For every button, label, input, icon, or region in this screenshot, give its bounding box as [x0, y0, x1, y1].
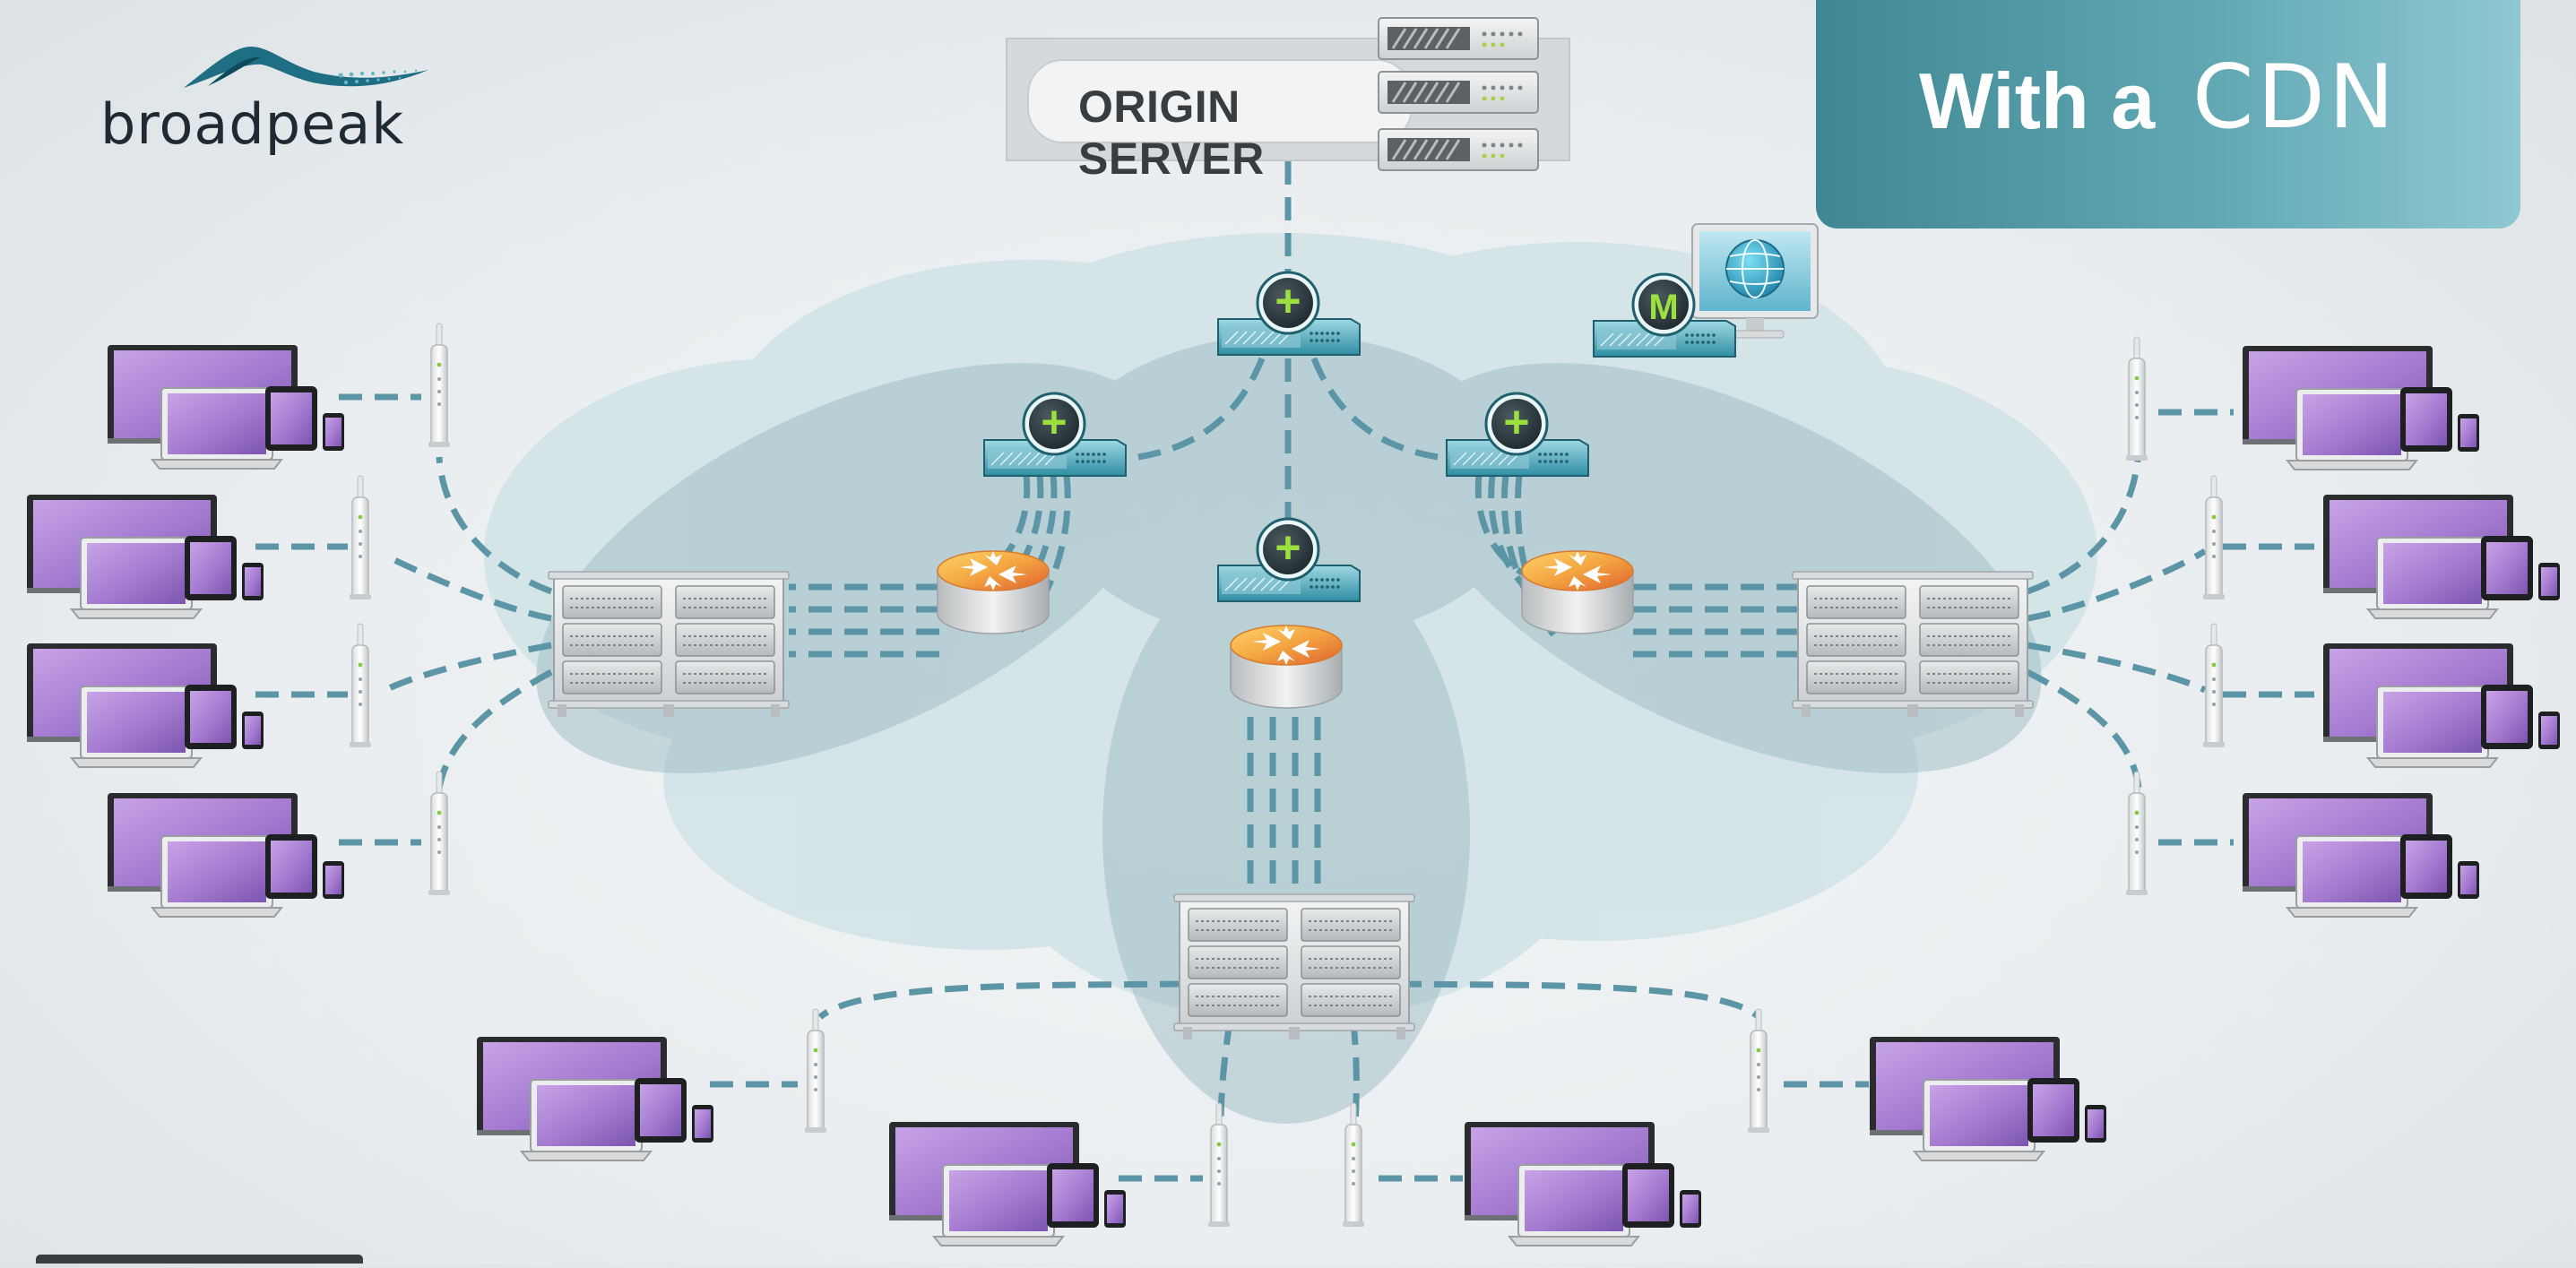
cache-node-center: + — [1216, 517, 1361, 603]
device-cluster-icon — [2242, 792, 2480, 918]
plus-icon: + — [1503, 397, 1529, 447]
brand-logo-icon — [184, 47, 428, 88]
device-cluster-icon — [1464, 1121, 1702, 1246]
monitor-globe-icon — [1691, 223, 1819, 339]
cache-node-top: + — [1216, 271, 1361, 357]
device-cluster-icon — [26, 643, 264, 768]
title-highlight: CDN — [2192, 47, 2399, 149]
plus-icon: + — [1041, 397, 1067, 447]
edge-server-bottom — [1173, 893, 1415, 1040]
server-rack-icon — [1377, 16, 1540, 172]
plus-icon: + — [1275, 522, 1301, 573]
device-cluster-icon — [476, 1036, 714, 1161]
edge-server-left — [548, 571, 790, 718]
device-cluster-icon — [888, 1121, 1127, 1246]
bottom-edge-strip — [36, 1255, 363, 1264]
plus-icon: + — [1275, 276, 1301, 326]
origin-server-label-box: ORIGIN SERVER — [1027, 59, 1413, 184]
device-cluster-icon — [107, 344, 345, 470]
device-cluster-icon — [26, 494, 264, 619]
device-cluster-icon — [2322, 643, 2561, 768]
router-icon — [937, 550, 1050, 634]
cache-node-right: + — [1445, 392, 1590, 478]
device-cluster-icon — [2242, 345, 2480, 470]
network-links — [255, 161, 2314, 1182]
device-cluster-icon — [2322, 494, 2561, 619]
origin-server-label: ORIGIN SERVER — [1078, 82, 1265, 184]
cache-node-left: + — [982, 392, 1128, 478]
management-station: M — [1592, 223, 1819, 358]
device-cluster-icon — [1869, 1036, 2107, 1161]
title-panel: With a CDN — [1816, 0, 2520, 229]
title-prefix: With a — [1919, 56, 2156, 145]
router-icon — [1230, 625, 1343, 709]
router-icon — [1521, 550, 1634, 634]
device-cluster-icon — [107, 792, 345, 918]
manager-badge: M — [1648, 288, 1678, 327]
edge-server-right — [1792, 571, 2034, 718]
brand-name: broadpeak — [100, 91, 405, 157]
